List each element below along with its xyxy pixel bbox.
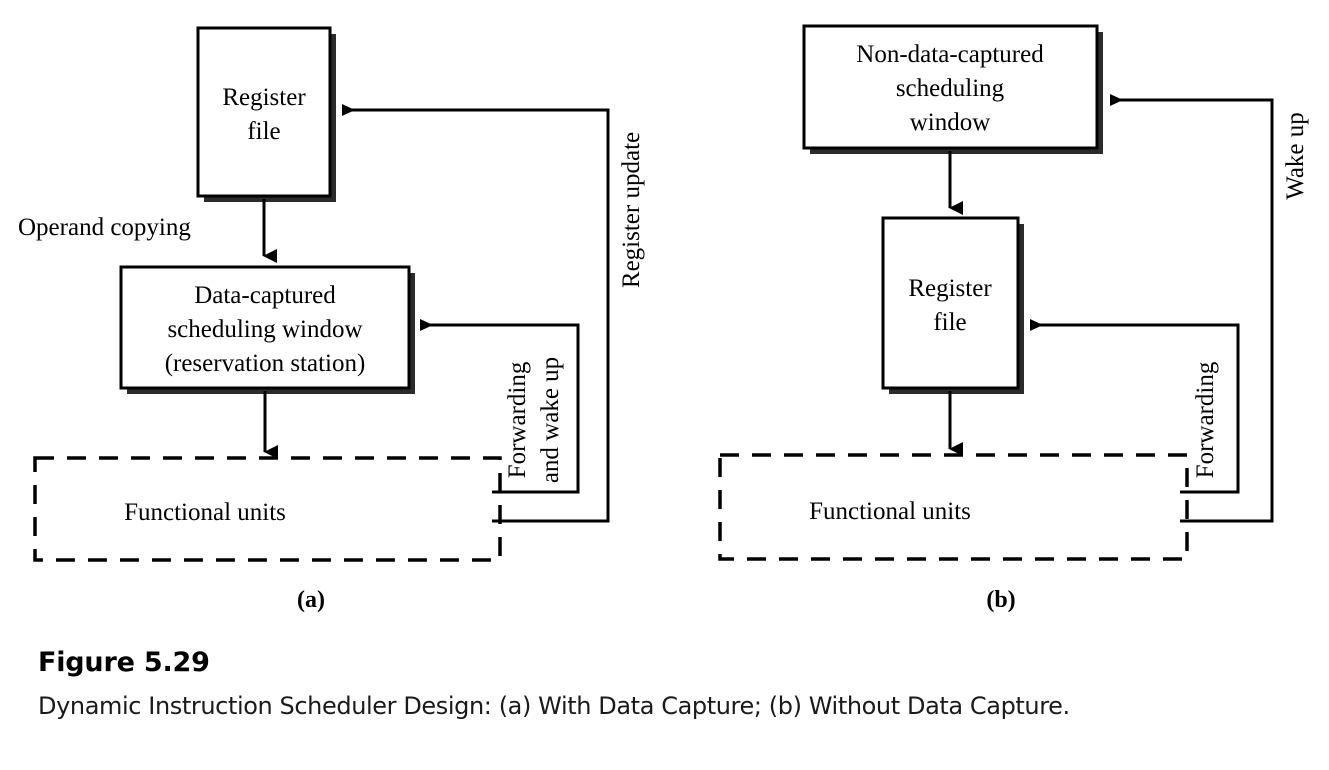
panel-a-label: (a) — [297, 587, 325, 613]
scheduler-diagram: Register file Operand copying Data-captu… — [18, 24, 1309, 613]
scheduling-window-label-line1: Non-data-captured — [856, 41, 1044, 68]
functional-units-rect — [33, 456, 502, 562]
panel-b: Non-data-captured scheduling window Regi… — [718, 24, 1309, 613]
panel-b-scheduling-window-box: Non-data-captured scheduling window — [802, 24, 1103, 154]
register-file-label-line2: file — [247, 118, 280, 145]
forwarding-wake-up-label-line1: Forwarding — [504, 361, 531, 478]
scheduling-window-label-line3: window — [910, 109, 991, 136]
wake-up-label: Wake up — [1282, 112, 1309, 200]
scheduling-window-rect — [802, 24, 1099, 150]
wake-up-path — [1110, 94, 1274, 523]
functional-units-label: Functional units — [809, 498, 971, 525]
register-file-label-line1: Register — [908, 275, 992, 302]
register-update-path — [342, 104, 610, 523]
panel-a-functional-units-box: Functional units — [33, 456, 502, 562]
figure-caption: Dynamic Instruction Scheduler Design: (a… — [38, 691, 1070, 720]
panel-a: Register file Operand copying Data-captu… — [18, 26, 645, 613]
forwarding-wake-up-path — [420, 319, 580, 494]
register-file-label-line2: file — [933, 309, 966, 336]
forwarding-path — [1030, 319, 1240, 494]
figure-number: Figure 5.29 — [38, 647, 210, 678]
register-update-label: Register update — [618, 132, 645, 288]
forwarding-wake-up-label-line2: and wake up — [537, 357, 564, 483]
figure-caption-block: Figure 5.29 Dynamic Instruction Schedule… — [38, 648, 1298, 720]
functional-units-label: Functional units — [124, 499, 286, 526]
panel-b-label: (b) — [986, 587, 1015, 613]
scheduling-window-label-line3: (reservation station) — [165, 350, 366, 377]
scheduling-window-label-line2: scheduling window — [167, 316, 362, 343]
panel-a-register-file-box: Register file — [196, 26, 336, 202]
operand-copying-label: Operand copying — [18, 214, 191, 241]
functional-units-rect — [718, 453, 1189, 561]
scheduling-window-rect — [119, 265, 411, 390]
scheduling-window-label-line2: scheduling — [896, 75, 1005, 102]
register-file-rect — [196, 26, 332, 198]
panel-b-register-file-box: Register file — [881, 216, 1024, 394]
register-file-rect — [881, 216, 1020, 390]
scheduling-window-label-line1: Data-captured — [194, 282, 336, 309]
panel-b-functional-units-box: Functional units — [718, 453, 1189, 561]
register-file-label-line1: Register — [222, 84, 306, 111]
forwarding-label: Forwarding — [1192, 361, 1219, 478]
panel-a-scheduling-window-box: Data-captured scheduling window (reserva… — [119, 265, 415, 394]
